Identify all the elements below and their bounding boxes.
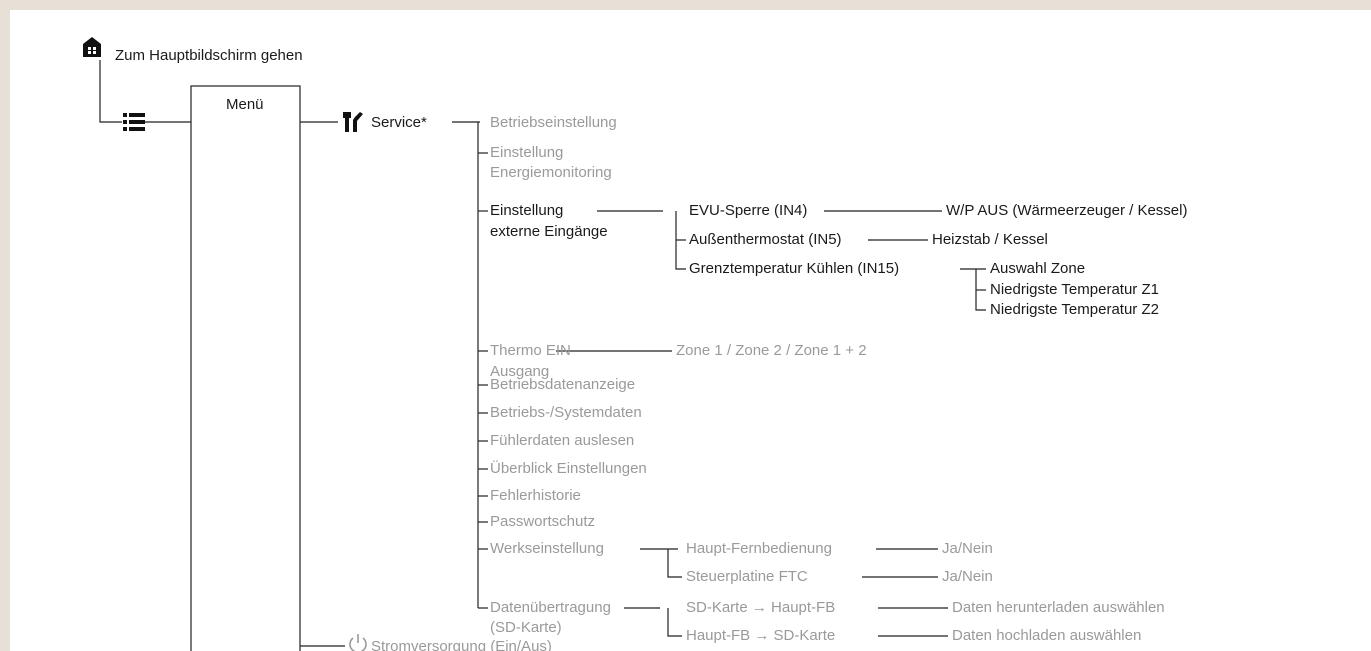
item-thermo-result: Zone 1 / Zone 2 / Zone 1 + 2 bbox=[676, 342, 867, 359]
menu-title: Menü bbox=[226, 96, 264, 113]
item-externe-line1[interactable]: Einstellung bbox=[490, 202, 564, 219]
connector-lines bbox=[99, 60, 986, 651]
item-werk-result-2: Ja/Nein bbox=[942, 568, 993, 585]
item-daten-sub-1[interactable]: SD-Karte → Haupt-FB bbox=[686, 599, 836, 616]
item-ueberblick[interactable]: Überblick Einstellungen bbox=[490, 460, 647, 477]
item-werk-result-1: Ja/Nein bbox=[942, 540, 993, 557]
item-thermo-line2[interactable]: Ausgang bbox=[490, 363, 550, 380]
tools-icon[interactable] bbox=[343, 111, 365, 133]
item-externe-line2[interactable]: externe Eingänge bbox=[490, 223, 608, 240]
item-systemdaten[interactable]: Betriebs-/Systemdaten bbox=[490, 404, 642, 421]
item-daten-result-1: Daten herunterladen auswählen bbox=[952, 599, 1165, 616]
item-fehler[interactable]: Fehlerhistorie bbox=[490, 487, 581, 504]
item-energie-line2[interactable]: Energiemonitoring bbox=[490, 164, 612, 181]
item-grenz-result-1: Auswahl Zone bbox=[990, 260, 1086, 277]
item-strom[interactable]: Stromversorgung (Ein/Aus) bbox=[371, 638, 552, 651]
item-daten-result-2: Daten hochladen auswählen bbox=[952, 627, 1142, 644]
item-aussen-result: Heizstab / Kessel bbox=[932, 231, 1048, 248]
item-daten-line1[interactable]: Datenübertragung bbox=[490, 599, 611, 616]
item-daten-sub-2[interactable]: Haupt-FB → SD-Karte bbox=[686, 627, 836, 644]
item-werk[interactable]: Werkseinstellung bbox=[490, 540, 604, 557]
item-evu-result: W/P AUS (Wärmeerzeuger / Kessel) bbox=[946, 202, 1188, 219]
item-energie-line1[interactable]: Einstellung bbox=[490, 144, 564, 161]
item-grenz-result-2: Niedrigste Temperatur Z1 bbox=[990, 281, 1159, 298]
item-grenz[interactable]: Grenztemperatur Kühlen (IN15) bbox=[689, 260, 900, 277]
home-icon[interactable] bbox=[82, 36, 102, 58]
item-grenz-result-3: Niedrigste Temperatur Z2 bbox=[990, 301, 1159, 318]
item-evu[interactable]: EVU-Sperre (IN4) bbox=[689, 202, 808, 219]
item-werk-sub-1[interactable]: Haupt-Fernbedienung bbox=[686, 540, 832, 557]
item-betriebseinstellung[interactable]: Betriebseinstellung bbox=[490, 114, 617, 131]
item-thermo-line1[interactable]: Thermo EIN bbox=[490, 342, 571, 359]
home-label[interactable]: Zum Hauptbildschirm gehen bbox=[115, 47, 303, 64]
power-icon[interactable] bbox=[347, 633, 369, 651]
item-betriebsdaten[interactable]: Betriebsdatenanzeige bbox=[490, 376, 636, 393]
list-icon[interactable] bbox=[123, 112, 145, 132]
item-werk-sub-2[interactable]: Steuerplatine FTC bbox=[686, 568, 808, 585]
item-daten-line2[interactable]: (SD-Karte) bbox=[490, 619, 562, 636]
item-aussen[interactable]: Außenthermostat (IN5) bbox=[689, 231, 842, 248]
menu-tree-diagram: Zum Hauptbildschirm gehen Menü Service* … bbox=[10, 10, 1371, 651]
item-passwort[interactable]: Passwortschutz bbox=[490, 513, 596, 530]
item-fuehler[interactable]: Fühlerdaten auslesen bbox=[490, 432, 635, 449]
service-label[interactable]: Service* bbox=[371, 114, 427, 131]
